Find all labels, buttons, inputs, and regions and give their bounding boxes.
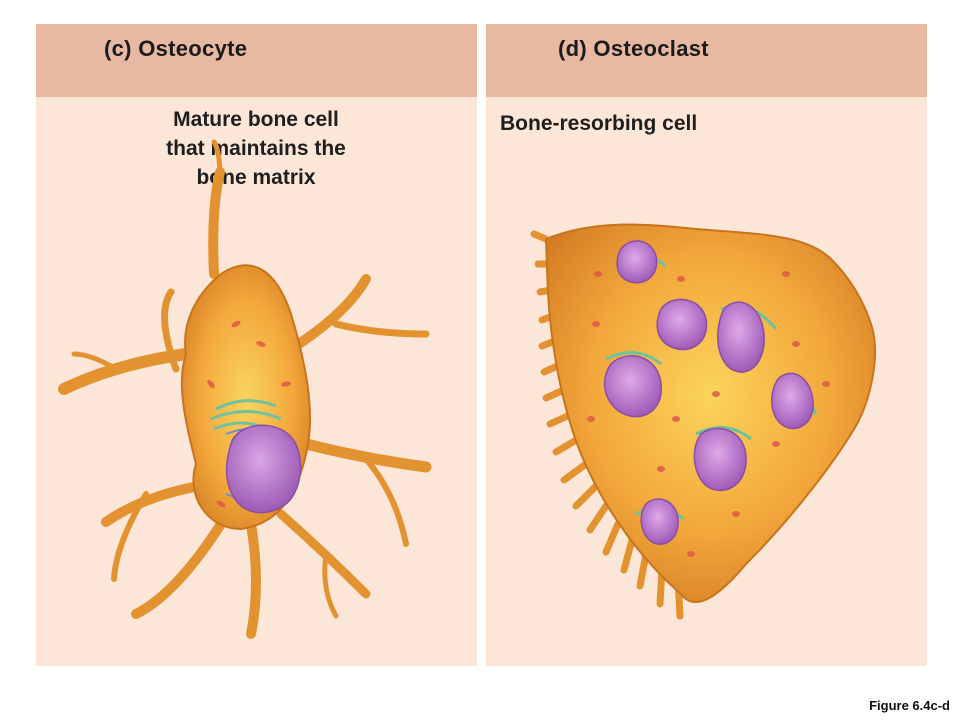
osteocyte-panel-header: (c) Osteocyte — [36, 24, 477, 97]
osteocyte-description-line-3: bone matrix — [196, 166, 316, 189]
osteocyte-cell — [58, 139, 432, 639]
osteocyte-panel: (c) Osteocyte Mature bone cell that main… — [36, 24, 477, 666]
osteocyte-description: Mature bone cell that maintains the bone… — [96, 105, 416, 192]
figure-label: Figure 6.4c-d — [869, 698, 950, 713]
osteoclast-title: (d) Osteoclast — [558, 36, 709, 61]
osteoclast-nucleus-3 — [717, 301, 765, 373]
osteoclast-nucleus-1 — [616, 240, 658, 284]
osteocyte-illustration — [58, 139, 432, 639]
osteocyte-description-line-2: that maintains the — [166, 137, 346, 160]
osteoclast-nucleus-6 — [693, 427, 747, 492]
osteocyte-title: (c) Osteocyte — [104, 36, 248, 61]
osteoclast-nucleus-2 — [656, 298, 708, 351]
osteoclast-nucleus-4 — [603, 355, 662, 418]
osteoclast-panel: (d) Osteoclast Bone-resorbing cell — [486, 24, 927, 666]
osteocyte-nucleus — [225, 424, 302, 514]
osteocyte-description-line-1: Mature bone cell — [173, 108, 339, 131]
osteoclast-panel-header: (d) Osteoclast — [486, 24, 927, 97]
osteoclast-illustration — [530, 223, 876, 620]
osteoclast-description: Bone-resorbing cell — [500, 109, 900, 138]
osteoclast-cell — [530, 223, 876, 620]
osteoclast-description-line-1: Bone-resorbing cell — [500, 112, 698, 135]
osteoclast-nucleus-5 — [771, 372, 814, 430]
osteoclast-nucleus-7 — [640, 498, 679, 545]
